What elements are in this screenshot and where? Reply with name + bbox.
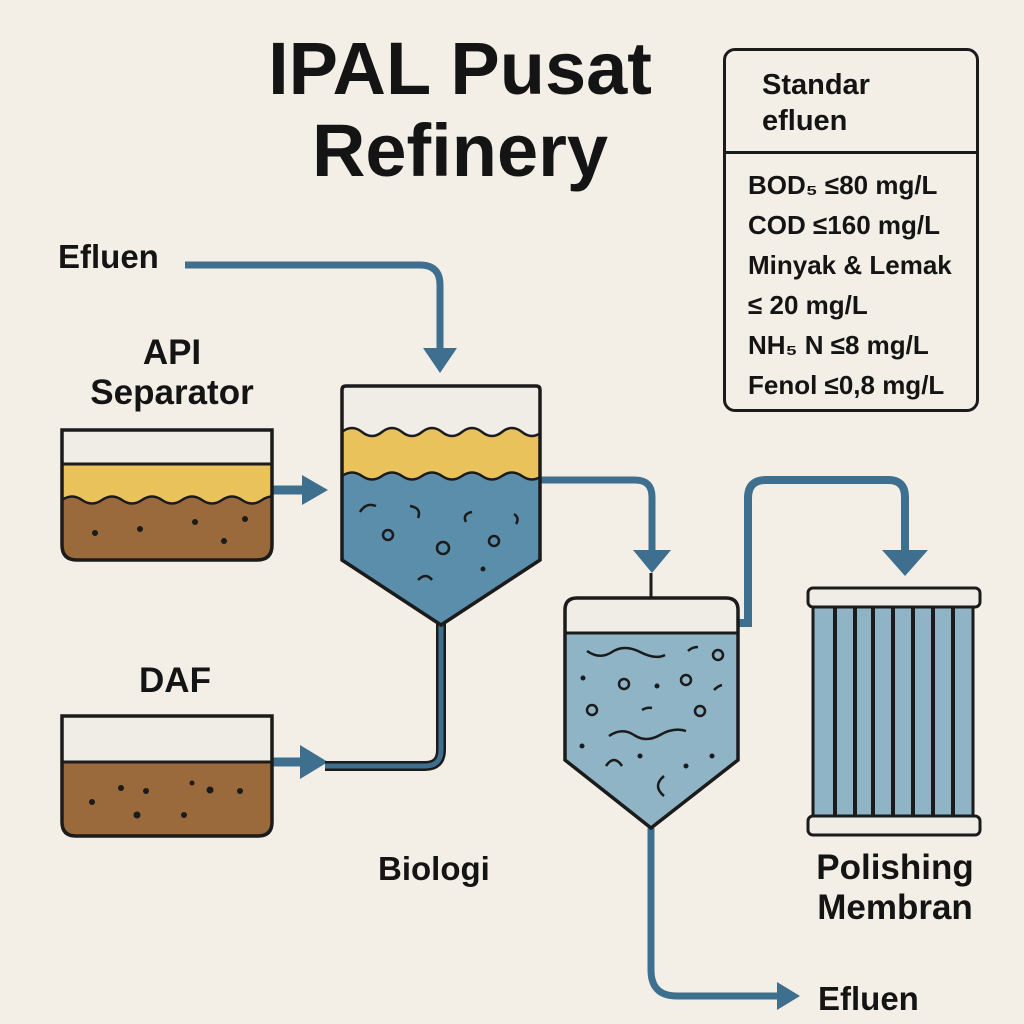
arrow-right-icon xyxy=(777,982,800,1010)
standards-header: Standar efluen xyxy=(726,51,976,154)
membrane-module xyxy=(806,586,982,837)
biology-label: Biologi xyxy=(378,850,490,887)
pipe-bio-to-clarifier xyxy=(540,476,671,598)
standard-item: COD ≤160 mg/L xyxy=(748,210,940,240)
daf-label: DAF xyxy=(139,661,211,700)
arrow-right-icon xyxy=(302,475,328,505)
standard-item: ≤ 20 mg/L xyxy=(748,290,868,320)
standards-list: BOD₅ ≤80 mg/L COD ≤160 mg/L Minyak & Lem… xyxy=(748,165,952,405)
standard-item: Fenol ≤0,8 mg/L xyxy=(748,370,945,400)
standard-item: Minyak & Lemak xyxy=(748,250,952,280)
pipe-effluent-out xyxy=(647,828,800,1010)
pipe-api-to-bio xyxy=(272,475,328,505)
arrow-right-icon xyxy=(300,745,328,779)
api-separator-tank xyxy=(60,428,274,562)
api-separator-label: API Separator xyxy=(90,333,254,412)
effluent-standards-panel: Standar efluen BOD₅ ≤80 mg/L COD ≤160 mg… xyxy=(723,48,979,412)
polishing-membrane-label: Polishing Membran xyxy=(816,848,974,927)
effluent-out-label: Efluen xyxy=(818,980,919,1017)
standards-title: Standar efluen xyxy=(762,69,870,137)
page-title: IPAL Pusat Refinery xyxy=(268,27,652,192)
influent-label: Efluen xyxy=(58,238,159,275)
standard-item: NH₅ N ≤8 mg/L xyxy=(748,330,929,360)
pipe-influent xyxy=(185,261,457,373)
clarifier-tank xyxy=(563,596,740,831)
biological-reactor xyxy=(340,384,542,628)
standard-item: BOD₅ ≤80 mg/L xyxy=(748,170,938,200)
arrow-down-icon xyxy=(882,550,928,576)
arrow-down-icon xyxy=(633,550,671,573)
pipe-daf-to-bio xyxy=(272,622,446,779)
daf-tank xyxy=(60,714,274,838)
pipe-clarifier-to-membrane xyxy=(738,476,928,627)
arrow-down-icon xyxy=(423,348,457,373)
